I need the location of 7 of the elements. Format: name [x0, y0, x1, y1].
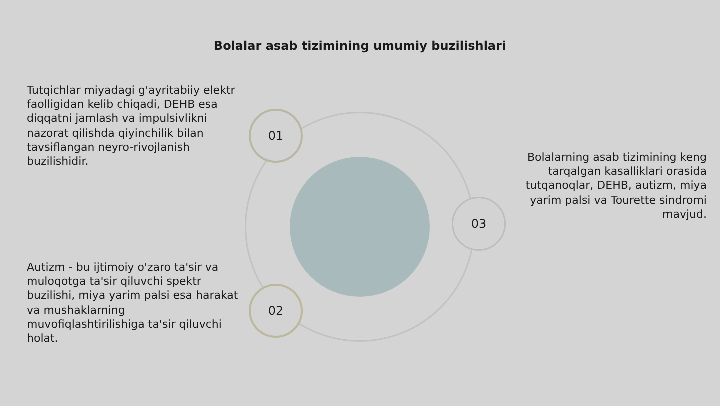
- description-text: Bolalarning asab tizimining keng tarqalgan kasalliklari orasida tutqanoqlar, DEHB, autizm, miya yarim palsi va Tourette sindromi mavjud.: [524, 151, 707, 222]
- description-text: Autizm - bu ijtimoiy o'zaro ta'sir va muloqotga ta'sir qiluvchi spektr buzilishi, miya yarim palsi esa harakat va mushaklarning muvofiqlashtirilishiga ta'sir qiluvchi holat.: [27, 261, 240, 346]
- description-text: Tutqichlar miyadagi g'ayritabiiy elektr faolligidan kelib chiqadi, DEHB esa diqqatni jamlash va impulsivlikni nazorat qilishda qiyinchilik bilan tavsiflangan neyro-rivojlanish buzilishidir.: [27, 84, 236, 170]
- diagram-title: Bolalar asab tizimining umumiy buzilishlari: [212, 39, 508, 53]
- step-number: 02: [268, 304, 284, 318]
- step-number: 01: [268, 129, 284, 143]
- step-number: 03: [471, 217, 487, 231]
